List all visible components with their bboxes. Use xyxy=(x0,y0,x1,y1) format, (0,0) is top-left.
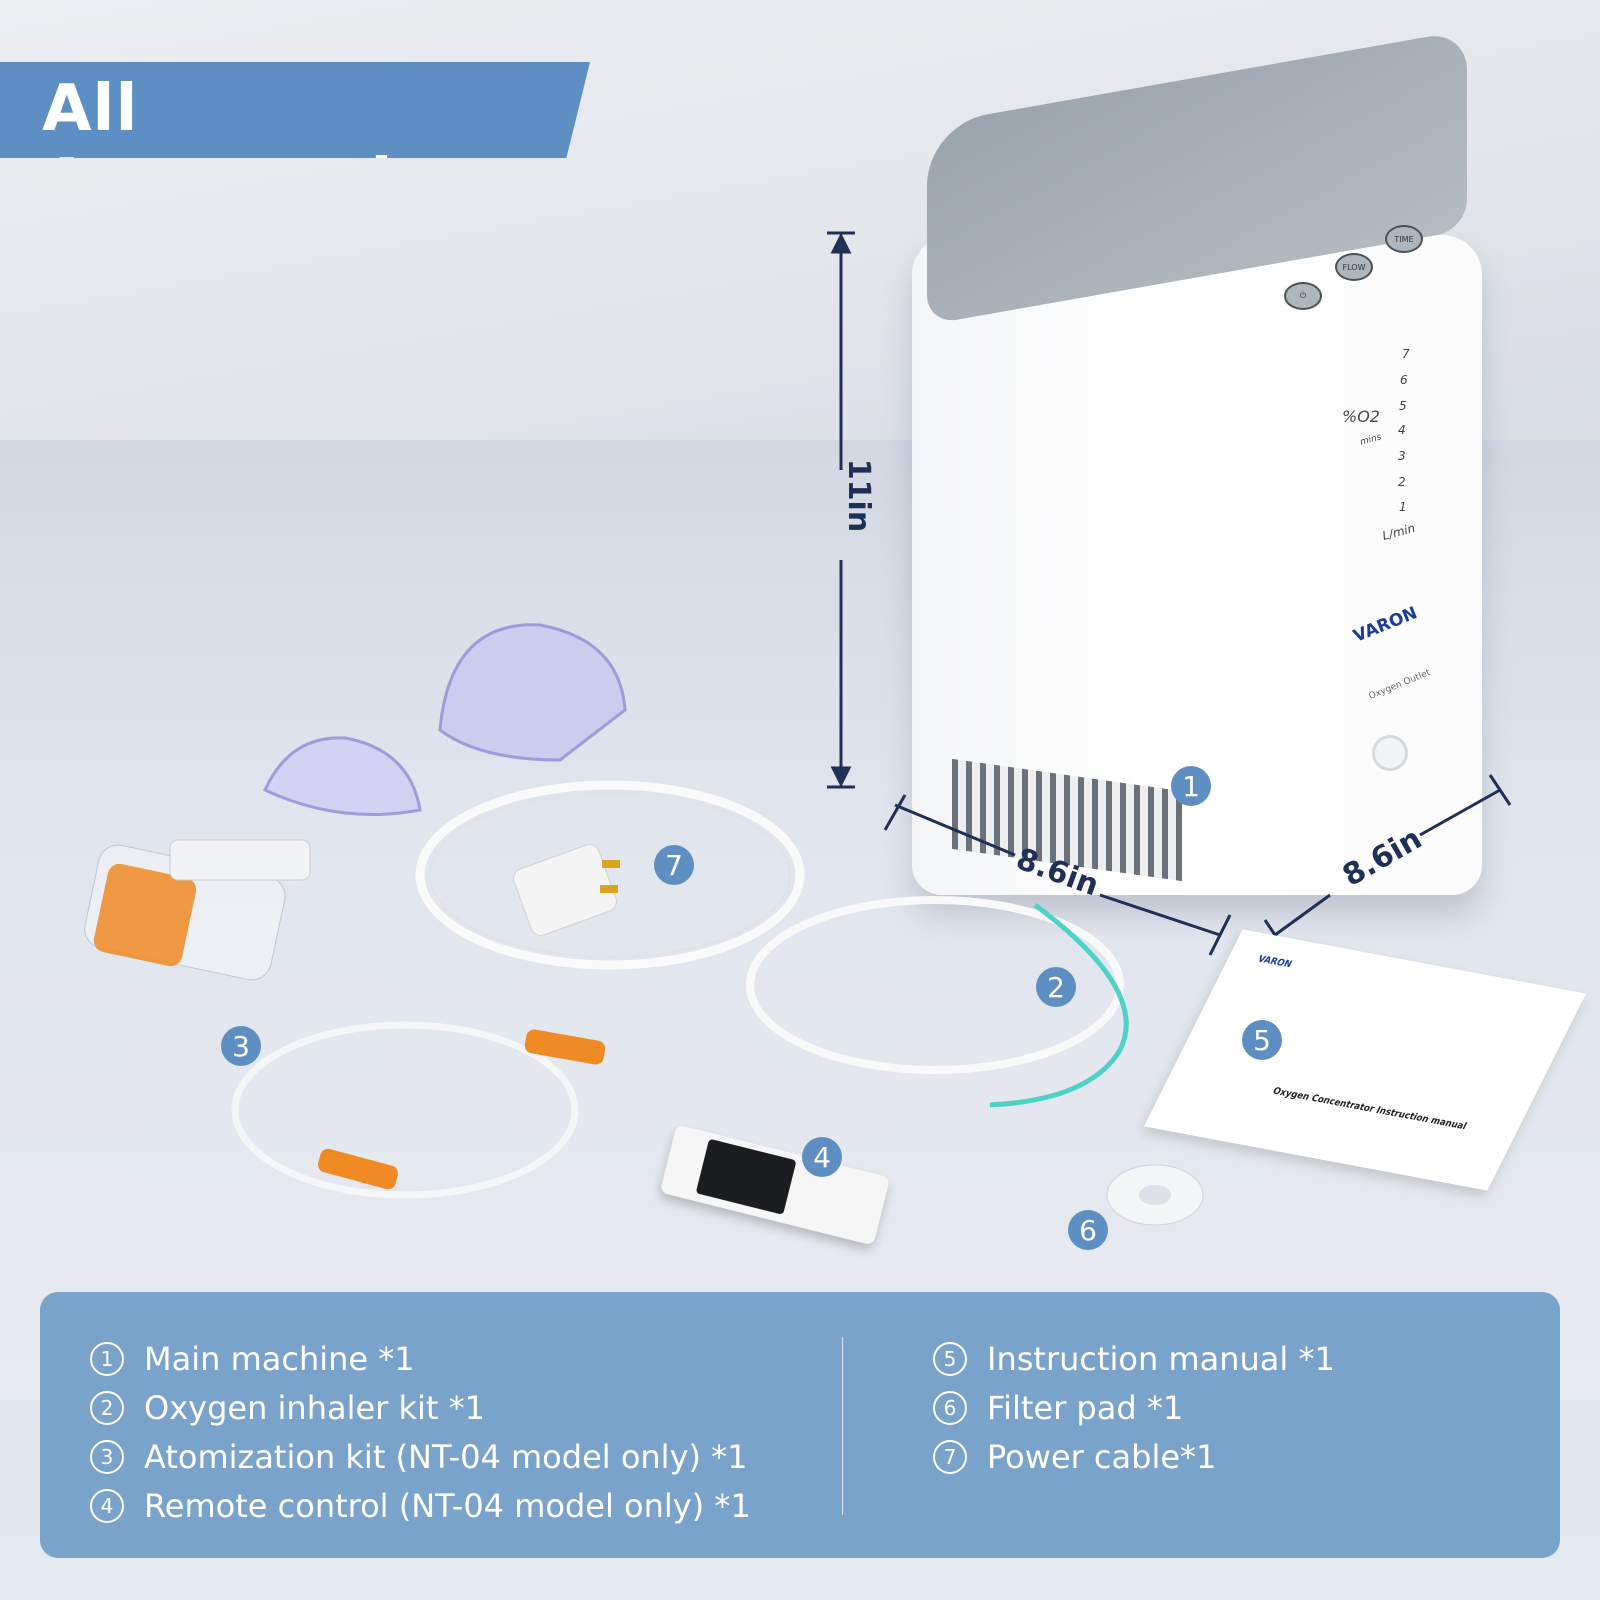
flow-label: FLOW xyxy=(1342,262,1366,272)
badge-1: 1 xyxy=(1171,766,1211,806)
badge-7: 7 xyxy=(654,845,694,885)
badge-4: 4 xyxy=(802,1137,842,1177)
oxygen-tube-coil xyxy=(746,896,1124,1074)
power-plug xyxy=(513,844,617,936)
list-item: 3 Atomization kit (NT-04 model only) *1 xyxy=(90,1432,751,1481)
list-item: 4 Remote control (NT-04 model only) *1 xyxy=(90,1481,751,1530)
tube-connector-bottom xyxy=(318,1148,398,1190)
item-text: Oxygen inhaler kit *1 xyxy=(144,1388,485,1427)
item-text: Instruction manual *1 xyxy=(987,1339,1335,1378)
item-text: Main machine *1 xyxy=(144,1339,415,1378)
scale-7: 7 xyxy=(1402,347,1410,361)
manual-brand: VARON xyxy=(1255,954,1294,971)
item-number: 1 xyxy=(90,1341,124,1376)
atomization-tube xyxy=(231,1021,579,1199)
item-number: 6 xyxy=(933,1390,967,1425)
child-mask xyxy=(263,736,422,816)
nasal-cannula xyxy=(989,902,1129,1108)
list-item: 2 Oxygen inhaler kit *1 xyxy=(90,1383,751,1432)
oxygen-outlet xyxy=(1372,735,1408,771)
power-icon: ⏻ xyxy=(1284,282,1322,310)
scale-6: 6 xyxy=(1400,373,1408,387)
badge-6: 6 xyxy=(1068,1210,1108,1250)
height-dimension-line xyxy=(827,231,855,789)
flow-button: FLOW xyxy=(1335,253,1373,281)
item-number: 2 xyxy=(90,1390,124,1425)
scale-2: 2 xyxy=(1398,475,1406,489)
item-number: 4 xyxy=(90,1488,124,1523)
list-divider xyxy=(842,1337,843,1515)
power-cable-coil xyxy=(415,780,805,970)
width-dimension-line xyxy=(883,794,1232,956)
list-item: 5 Instruction manual *1 xyxy=(933,1334,1335,1383)
scale-5: 5 xyxy=(1399,399,1407,413)
scale-1: 1 xyxy=(1399,500,1407,514)
title-banner: All Accessories xyxy=(0,62,590,158)
item-text: Atomization kit (NT-04 model only) *1 xyxy=(144,1437,748,1476)
item-text: Filter pad *1 xyxy=(987,1388,1184,1427)
time-label: TIME xyxy=(1394,234,1414,244)
scale-3: 3 xyxy=(1398,449,1406,463)
badge-3: 3 xyxy=(221,1026,261,1066)
tube-connector-top xyxy=(524,1029,606,1065)
list-item: 7 Power cable*1 xyxy=(933,1432,1335,1481)
mouthpiece xyxy=(169,839,311,881)
list-item: 6 Filter pad *1 xyxy=(933,1383,1335,1432)
badge-2: 2 xyxy=(1036,967,1076,1007)
atomizer-cap xyxy=(93,863,197,967)
item-number: 7 xyxy=(933,1439,967,1474)
badge-5: 5 xyxy=(1242,1020,1282,1060)
height-label: 11in xyxy=(841,458,877,533)
scale-4: 4 xyxy=(1398,423,1406,437)
item-text: Power cable*1 xyxy=(987,1437,1217,1476)
adult-mask xyxy=(438,623,627,762)
manual-title: Oxygen Concentrator Instruction manual xyxy=(1270,1086,1469,1133)
time-button: TIME xyxy=(1385,225,1423,253)
list-item: 1 Main machine *1 xyxy=(90,1334,751,1383)
page-title: All Accessories xyxy=(42,72,476,158)
item-number: 5 xyxy=(933,1341,967,1376)
remote-keypad xyxy=(695,1138,797,1215)
item-text: Remote control (NT-04 model only) *1 xyxy=(144,1486,751,1525)
o2-label: %O2 xyxy=(1342,407,1380,426)
item-number: 3 xyxy=(90,1439,124,1474)
